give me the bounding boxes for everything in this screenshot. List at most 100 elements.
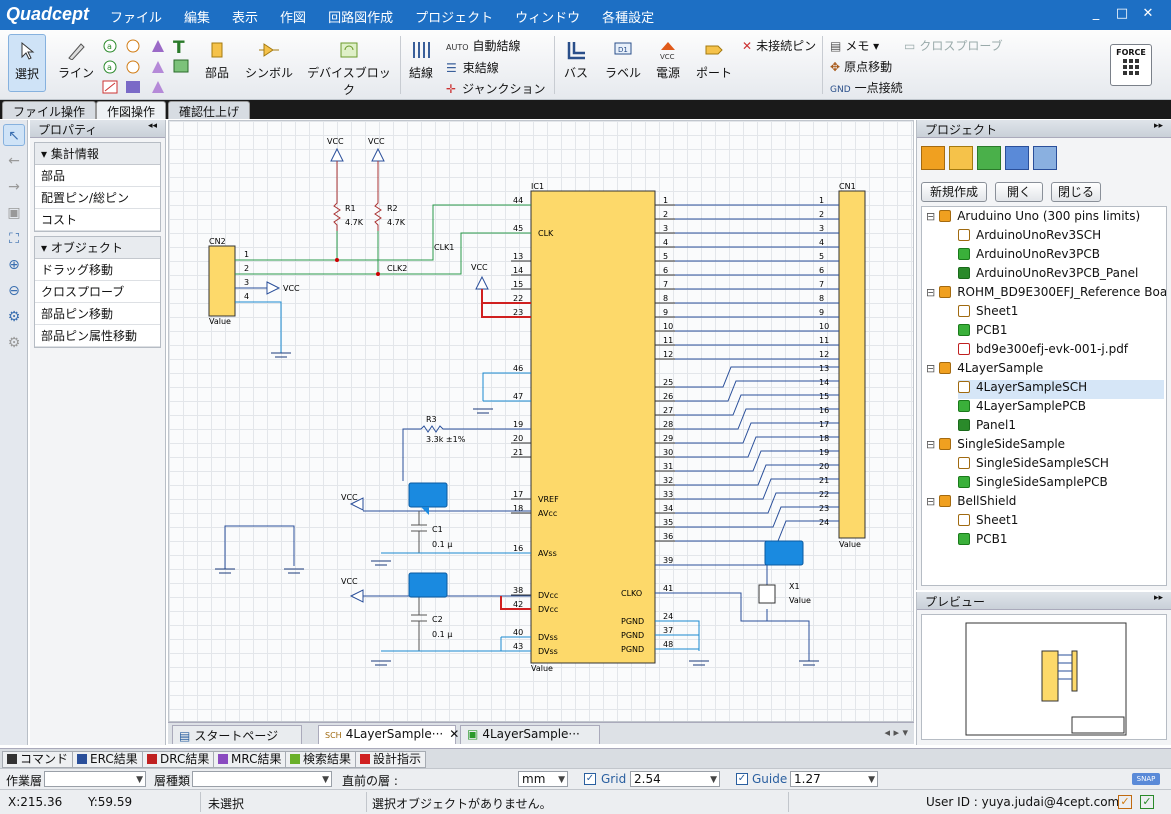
guide-checkbox[interactable]: ✓ (736, 773, 748, 785)
tree-item-document[interactable]: PCB1 (958, 323, 1164, 342)
tree-item-document[interactable]: ArduinoUnoRev3SCH (958, 228, 1164, 247)
guide-select[interactable]: 1.27▼ (790, 771, 878, 787)
tree-item-document[interactable]: 4LayerSampleSCH (958, 380, 1164, 399)
cursor-icon[interactable]: ↖ (3, 124, 25, 146)
expand-icon[interactable]: ▸▸ (1153, 121, 1163, 131)
layers-icon[interactable] (977, 146, 1001, 170)
zoom-in-icon[interactable]: ⊕ (8, 257, 20, 273)
ic1-body[interactable] (530, 190, 656, 664)
object-item-pin-move[interactable]: 部品ピン移動 (35, 303, 160, 325)
close-icon[interactable]: ✕ (449, 727, 460, 741)
collapse-toggle-icon[interactable]: ⊟ (926, 438, 936, 451)
bundle-wire-button[interactable]: ☰束結線 (446, 58, 545, 79)
collapse-toggle-icon[interactable]: ⊟ (926, 495, 936, 508)
no-connect-pin-button[interactable]: ✕未接続ピン (742, 37, 816, 54)
tab-start-page[interactable]: ▤スタートページ (172, 725, 302, 744)
new-project-button[interactable]: 新規作成 (921, 182, 987, 202)
origin-move-button[interactable]: ✥原点移動 (830, 57, 903, 78)
save-icon[interactable]: ▣ (7, 205, 21, 221)
parts-button[interactable]: 部品 (202, 40, 232, 81)
minimize-button[interactable]: _ (1092, 6, 1100, 21)
zoom-out-icon[interactable]: ⊖ (8, 283, 20, 299)
tab-file-operations[interactable]: ファイル操作 (2, 101, 97, 119)
tab-check-finish[interactable]: 確認仕上げ (168, 101, 251, 119)
menu-item[interactable]: 各種設定 (602, 11, 655, 26)
tree-item-document[interactable]: Panel1 (958, 418, 1164, 437)
bus-button[interactable]: バス (560, 40, 592, 81)
tree-item-project[interactable]: ⊟ROHM_BD9E300EFJ_Reference Board (926, 285, 1166, 304)
cn2-signal-wires[interactable] (235, 231, 379, 275)
object-item-pin-attr-move[interactable]: 部品ピン属性移動 (35, 325, 160, 347)
tab-scroll-arrows[interactable]: ◂ ▸ ▾ (884, 726, 908, 739)
object-item-cross-probe[interactable]: クロスプローブ (35, 281, 160, 303)
collapse-toggle-icon[interactable]: ⊟ (926, 210, 936, 223)
grid-checkbox[interactable]: ✓ (584, 773, 596, 785)
summary-item-cost[interactable]: コスト (35, 209, 160, 231)
cn2-body[interactable] (208, 245, 236, 317)
port-button[interactable]: ポート (694, 40, 734, 81)
menu-item[interactable]: ウィンドウ (515, 11, 581, 26)
memo-button[interactable]: ▤メモ ▾ (830, 39, 880, 53)
summary-item-pins[interactable]: 配置ピン/総ピン (35, 187, 160, 209)
label-button[interactable]: D1 ラベル (603, 40, 643, 81)
tree-item-project[interactable]: ⊟4LayerSample (926, 361, 1166, 380)
tree-item-document[interactable]: Sheet1 (958, 513, 1164, 532)
power-button[interactable]: VCC 電源 (652, 40, 684, 81)
database-icon[interactable] (1005, 146, 1029, 170)
unit-select[interactable]: mm▼ (518, 771, 568, 787)
forward-arrow-icon[interactable]: → (8, 179, 20, 195)
object-group-header[interactable]: ▾ オブジェクト (35, 237, 160, 259)
junction-button[interactable]: ✛ジャンクション (446, 79, 545, 100)
tree-item-document[interactable]: ArduinoUnoRev3PCB_Panel (958, 266, 1164, 285)
grid-select[interactable]: 2.54▼ (630, 771, 720, 787)
snap-button[interactable]: SNAP (1132, 773, 1160, 785)
maximize-button[interactable]: □ (1115, 6, 1129, 21)
summary-group-header[interactable]: ▾ 集計情報 (35, 143, 160, 165)
tab-drc-results[interactable]: DRC結果 (142, 751, 215, 768)
shape-tools-icon[interactable]: a T a (100, 36, 196, 98)
gear-disabled-icon[interactable]: ⚙ (7, 335, 21, 351)
tree-item-document[interactable]: Sheet1 (958, 304, 1164, 323)
tab-search-results[interactable]: 検索結果 (285, 751, 357, 768)
tree-item-document[interactable]: 4LayerSamplePCB (958, 399, 1164, 418)
r3-resistor[interactable]: R3 3.3k ±1% (402, 415, 531, 481)
menu-item[interactable]: プロジェクト (415, 11, 494, 26)
device-block-button[interactable]: デバイスブロック (303, 40, 395, 98)
menu-item[interactable]: 編集 (184, 11, 211, 26)
close-project-button[interactable]: 閉じる (1051, 182, 1101, 202)
collapse-toggle-icon[interactable]: ⊟ (926, 362, 936, 375)
tab-4layer-pcb[interactable]: ▣4LayerSample··· (460, 725, 600, 744)
menu-item[interactable]: 表示 (232, 11, 259, 26)
parts-library-icon[interactable] (949, 146, 973, 170)
settings-gear-icon[interactable]: ⚙ (7, 309, 21, 325)
tab-mrc-results[interactable]: MRC結果 (213, 751, 287, 768)
object-item-drag[interactable]: ドラッグ移動 (35, 259, 160, 281)
cn1-body[interactable] (838, 190, 866, 539)
tab-design-instructions[interactable]: 設計指示 (355, 751, 427, 768)
menu-item[interactable]: 回路図作成 (328, 11, 394, 26)
tree-item-document[interactable]: bd9e300efj-evk-001-j.pdf (958, 342, 1164, 361)
tree-item-project[interactable]: ⊟SingleSideSample (926, 437, 1166, 456)
r1-resistor[interactable]: VCC R1 4.7K (327, 137, 364, 231)
preview-canvas[interactable] (921, 614, 1167, 740)
r2-resistor[interactable]: VCC R2 4.7K (368, 137, 406, 231)
expand-icon[interactable]: ▸▸ (1153, 593, 1163, 603)
tab-drawing-operations[interactable]: 作図操作 (96, 101, 167, 119)
open-project-button[interactable]: 開く (995, 182, 1043, 202)
tree-item-project[interactable]: ⊟BellShield (926, 494, 1166, 513)
work-layer-select[interactable]: ▼ (44, 771, 146, 787)
symbol-button[interactable]: シンボル (244, 40, 294, 81)
project-icon[interactable] (921, 146, 945, 170)
menu-item[interactable]: 作図 (280, 11, 307, 26)
tree-item-document[interactable]: SingleSideSamplePCB (958, 475, 1164, 494)
tree-item-document[interactable]: PCB1 (958, 532, 1164, 551)
clk-wires[interactable] (337, 204, 531, 275)
schematic-drawing[interactable]: IC1 Value 4445CLK1314152223464719202117V… (169, 121, 914, 722)
tab-command[interactable]: コマンド (2, 751, 74, 768)
force-button[interactable]: FORCE (1110, 44, 1152, 86)
calculator-icon[interactable] (1033, 146, 1057, 170)
